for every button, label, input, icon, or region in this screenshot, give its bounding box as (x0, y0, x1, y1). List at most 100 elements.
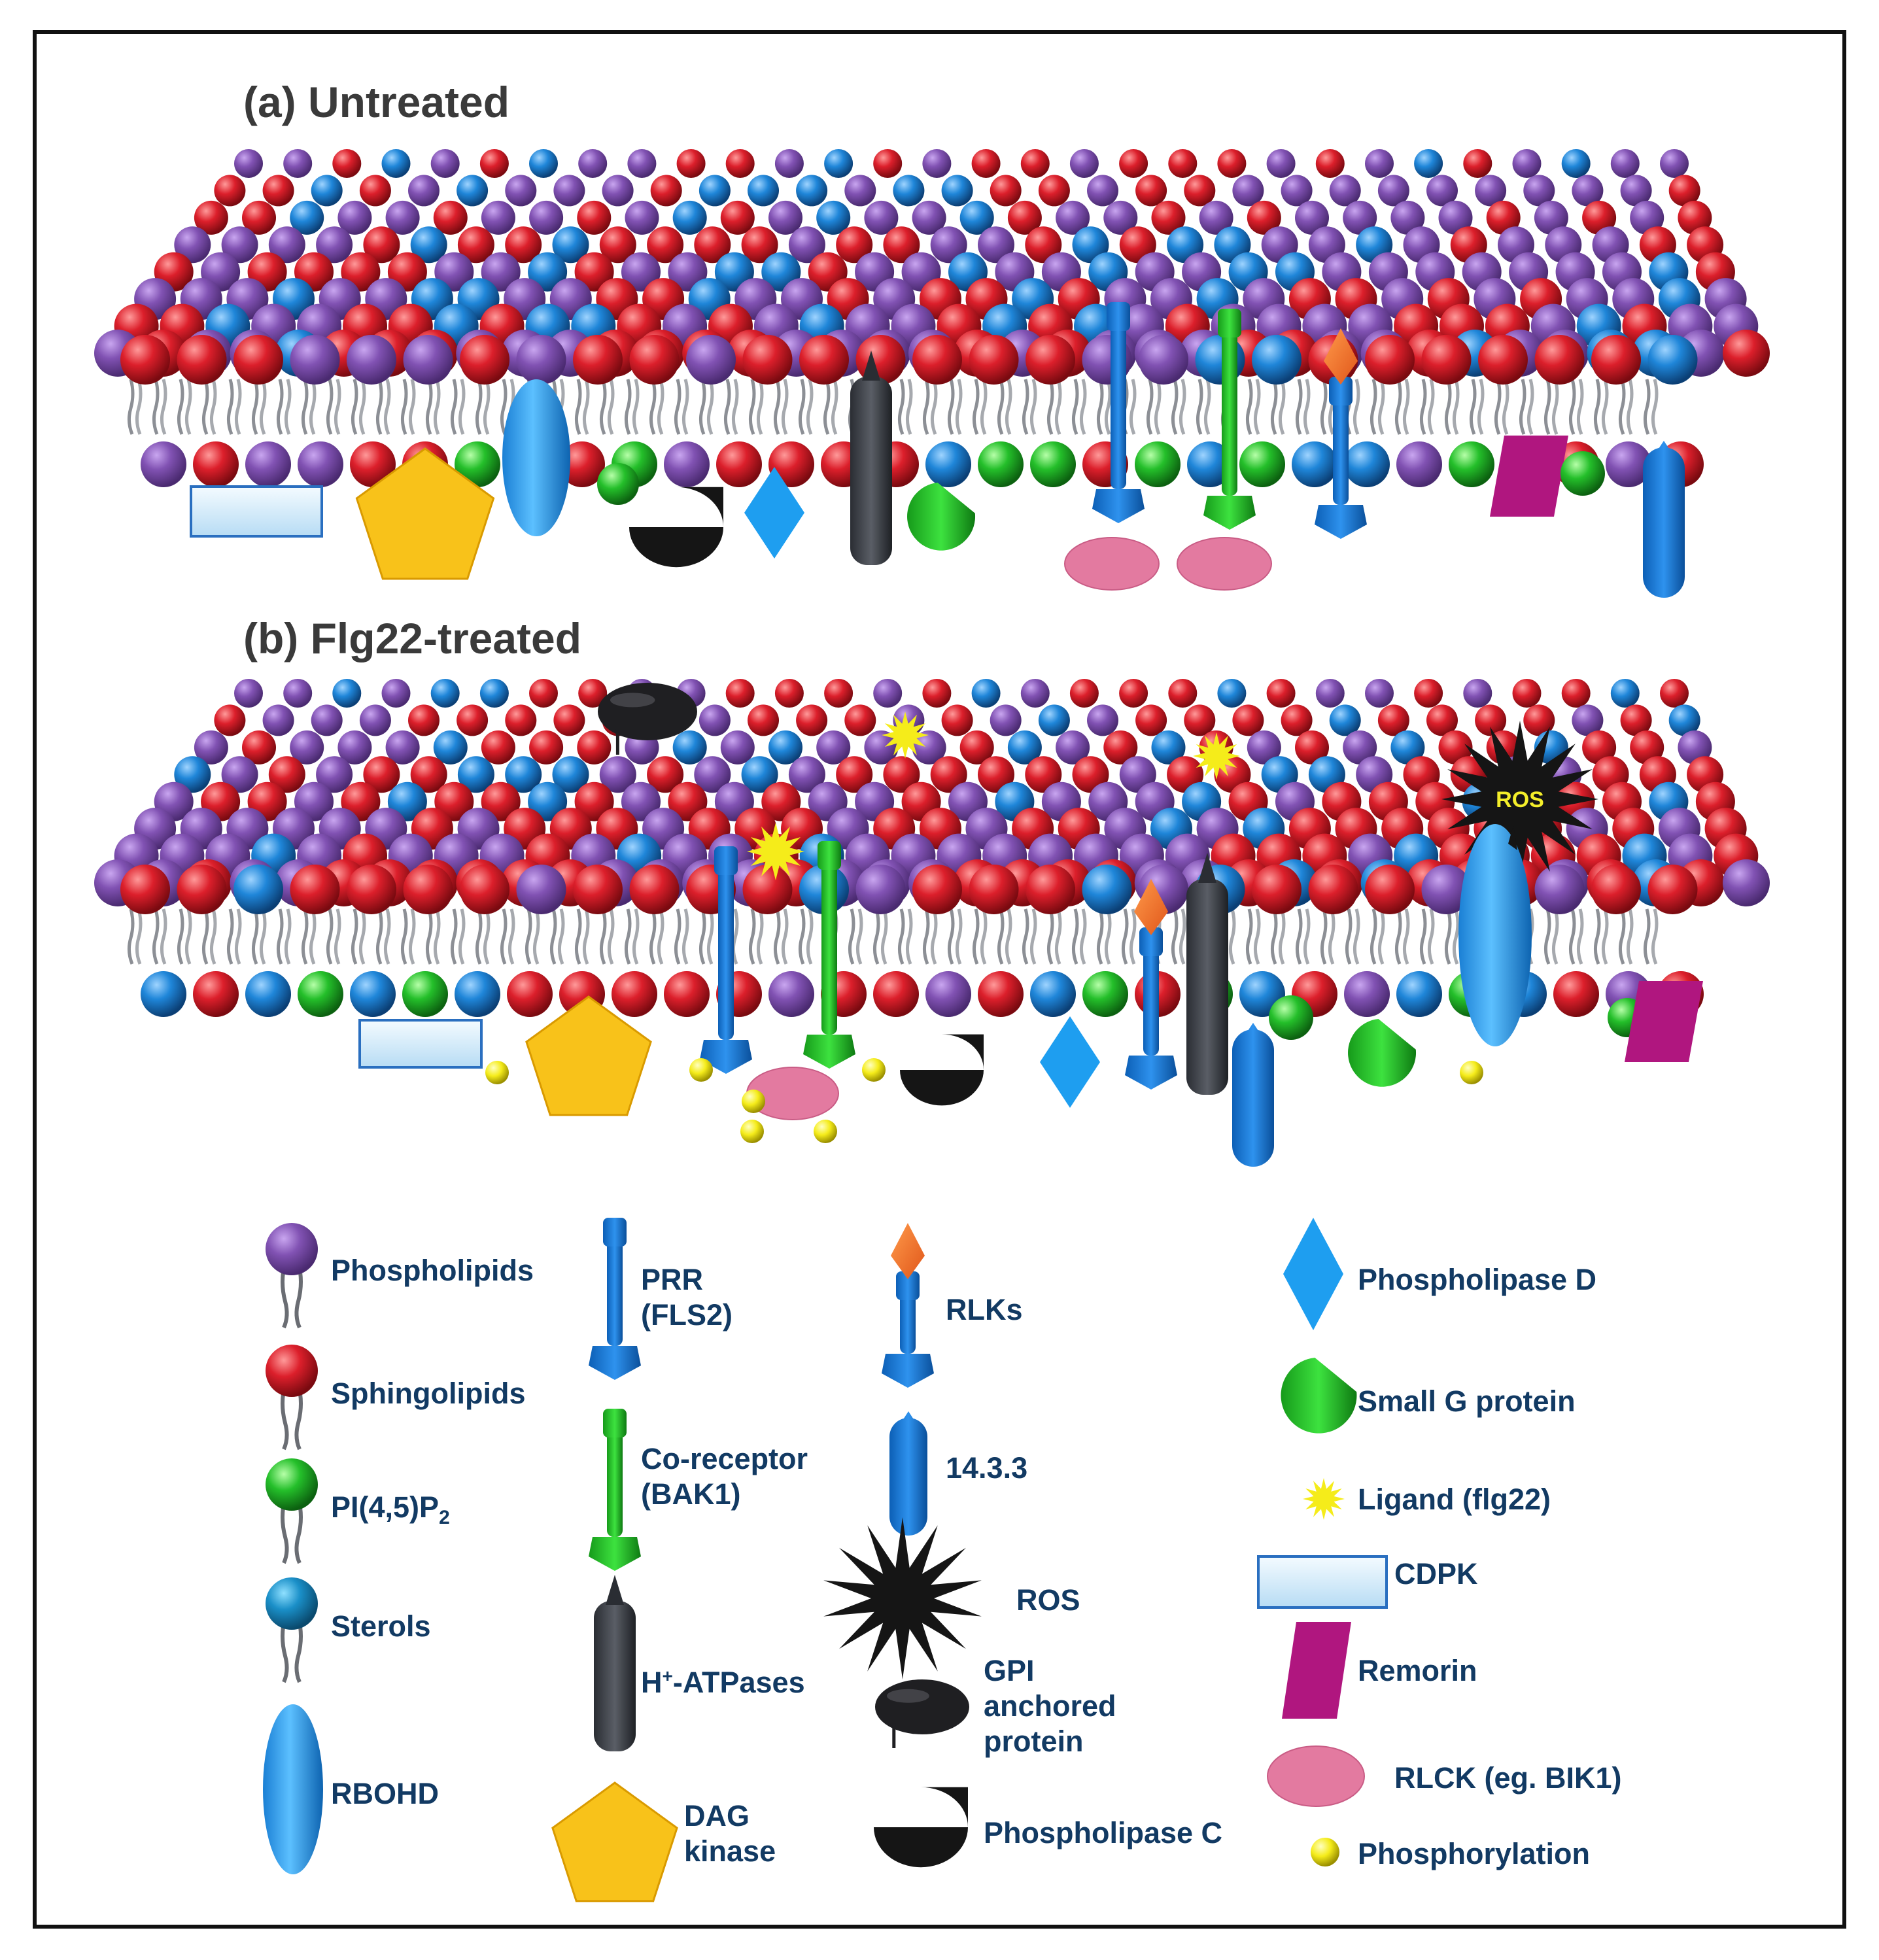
phospholipid-head (141, 441, 186, 487)
sphingolipid-head (505, 226, 542, 264)
receptor-head (818, 841, 841, 870)
lipid-tail (1601, 379, 1609, 435)
lipid-tail (1005, 908, 1012, 965)
figure-frame (33, 30, 1846, 1929)
phospholipid-head (1572, 175, 1604, 207)
sphingolipid-head (1119, 149, 1148, 178)
phospholipid-head (1344, 971, 1390, 1017)
sphingolipid-head (796, 704, 828, 736)
lipid-tail (1104, 908, 1112, 965)
phospholipid-head (1606, 441, 1651, 487)
lipid-tail (1295, 379, 1303, 435)
sphingolipid-head (668, 782, 708, 821)
phospholipid-head (381, 679, 411, 708)
phospholipid-head (283, 149, 313, 178)
phospholipid-head (408, 175, 440, 207)
phospholipid-head (1087, 175, 1118, 207)
lipid-tail (1154, 379, 1162, 435)
ligand-flg22 (882, 712, 929, 759)
phospholipid-head (1396, 441, 1442, 487)
sphingolipid-head (873, 149, 903, 178)
lipid-tail (1543, 379, 1551, 435)
sphingolipid-head (1266, 679, 1296, 708)
phospholipid-head (1534, 200, 1568, 235)
sphingolipid-head (971, 149, 1001, 178)
lipid-tail (674, 379, 681, 435)
lipid-head (266, 1345, 318, 1397)
legend-cdpk: CDPK (1394, 1557, 1478, 1590)
lipid-tail (1320, 379, 1328, 435)
lipid-tail (375, 908, 383, 965)
phospholipid-head (627, 149, 657, 178)
lipid-tail (897, 379, 905, 435)
sphingolipid-head (969, 865, 1019, 914)
rlk-protein (1315, 328, 1367, 539)
phospholipid-head (599, 756, 636, 793)
sphingolipid-head (481, 782, 521, 821)
ligand-icon (1303, 1478, 1345, 1520)
sphingolipid-head (647, 226, 684, 264)
lipid-tail (1096, 379, 1104, 435)
phospholipid-head (174, 226, 211, 264)
sphingolipid-head (1365, 865, 1415, 914)
protein-1433-body (1232, 1029, 1274, 1167)
sphingolipid-icon (266, 1345, 318, 1451)
sphingolipid-head (559, 441, 605, 487)
lipid-tail (607, 379, 615, 435)
atpase-arrow (862, 351, 880, 381)
phospholipid-head (1343, 200, 1377, 235)
sterol-head (457, 175, 489, 207)
lipid-tail (1452, 379, 1460, 435)
sterol-head (174, 756, 211, 793)
sterol-head (959, 200, 994, 235)
phospholipid-head (1232, 175, 1264, 207)
lipid-tail (930, 379, 938, 435)
legend-prr-line2: (FLS2) (641, 1298, 733, 1332)
lipid-tail (1253, 908, 1261, 965)
lipid-tail (1601, 908, 1609, 965)
lipid-tail (309, 908, 317, 965)
sphingolipid-head (1247, 200, 1281, 235)
sphingolipid-head (1184, 704, 1216, 736)
lipid-tail (1046, 379, 1054, 435)
sphingolipid-head (1512, 679, 1542, 708)
sphingolipid-head (1561, 679, 1591, 708)
sphingolipid-head (529, 679, 558, 708)
receptor-base (1203, 496, 1256, 530)
lipid-tail (980, 908, 988, 965)
phospholipid-head (768, 200, 802, 235)
phospholipid-head (1281, 175, 1313, 207)
gpi-icon (875, 1679, 969, 1748)
lipid-tail (848, 908, 855, 965)
lipid-tail (980, 379, 988, 435)
lipid-tail (947, 908, 955, 965)
receptor-head (1218, 309, 1241, 337)
rlk-diamond (891, 1223, 925, 1279)
lipid-tail (475, 379, 483, 435)
sterol-head (1195, 335, 1245, 385)
remorin-protein (1490, 436, 1568, 517)
legend-phosphorylation: Phosphorylation (1358, 1837, 1591, 1870)
lipid-tail (259, 379, 267, 435)
sphingolipid-head (363, 226, 400, 264)
phospholipid-head (1139, 335, 1188, 385)
cdpk-icon (1257, 1555, 1388, 1609)
sphingolipid-head (177, 865, 227, 914)
legend-pip2-main: PI(4,5)P (331, 1490, 440, 1524)
lipid-tail (773, 379, 781, 435)
sphingolipid-head (1020, 149, 1050, 178)
lipid-tail (1005, 379, 1012, 435)
atpase-arrow (1198, 853, 1216, 883)
sphingolipid-head (912, 335, 962, 385)
lipid-tail (1576, 908, 1584, 965)
sphingolipid-head (1534, 335, 1585, 385)
lipid-tail (947, 379, 955, 435)
lipid-tail (400, 908, 408, 965)
sterol-head (552, 226, 589, 264)
sphingolipid-head (959, 730, 994, 765)
phosphorylation-dot (814, 1120, 837, 1143)
phospholipid-head (621, 782, 661, 821)
phosphorylation-dot (689, 1058, 713, 1082)
lipid-tail (1370, 379, 1377, 435)
